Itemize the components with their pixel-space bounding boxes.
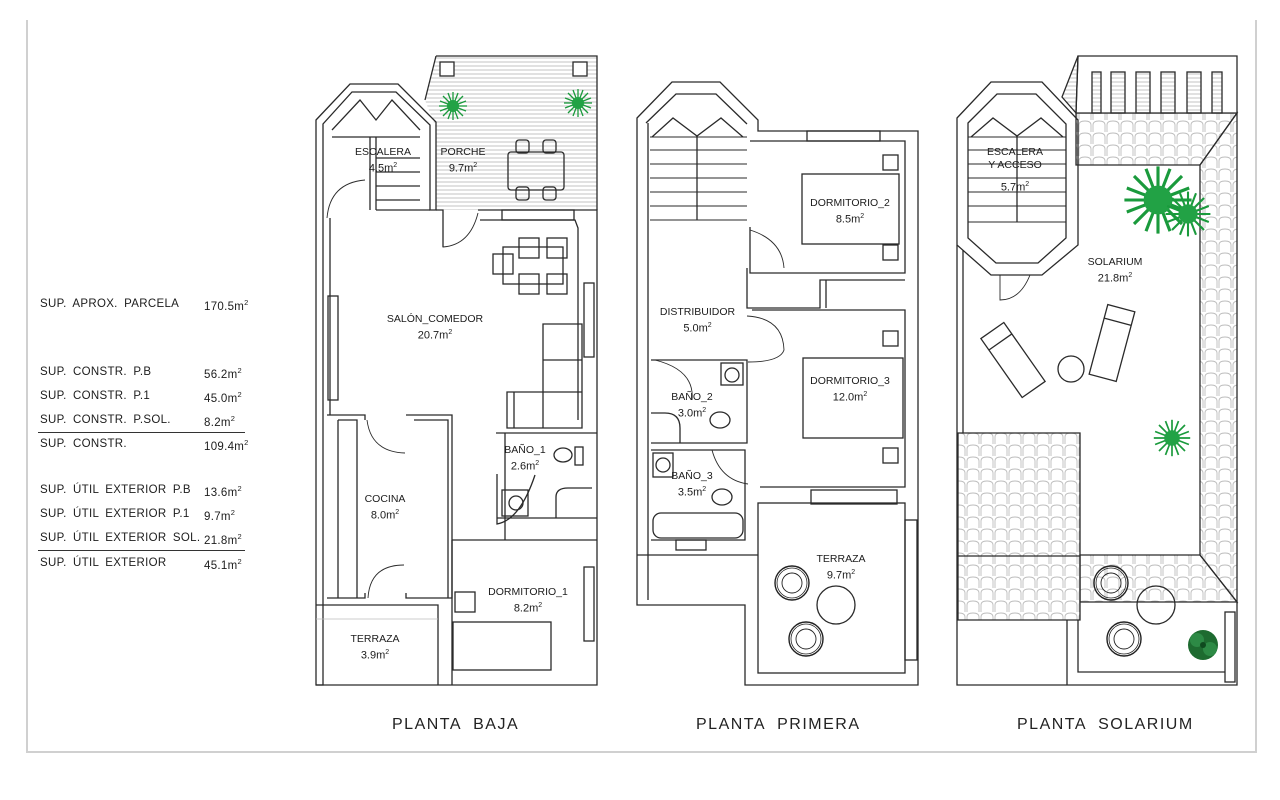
palm-plant-icon	[563, 88, 593, 118]
plant-icons	[438, 88, 1218, 660]
summary-divider	[38, 432, 245, 433]
summary-value: 45.0m2	[204, 390, 242, 405]
summary-label: SUP. CONSTR.	[40, 438, 127, 450]
plan-planta-baja	[315, 55, 598, 686]
drawing-frame	[26, 20, 1257, 753]
summary-row-util-sol: SUP. ÚTIL EXTERIOR SOL. 21.8m2	[40, 532, 270, 552]
summary-row-constr-pb: SUP. CONSTR. P.B 56.2m2	[40, 366, 270, 386]
palm-plant-icon	[1164, 190, 1212, 238]
palm-plant-icon	[438, 91, 468, 121]
palm-plant-icon	[1152, 418, 1192, 458]
plan-planta-solarium	[956, 55, 1239, 686]
summary-label: SUP. APROX. PARCELA	[40, 298, 180, 310]
summary-row-constr-p1: SUP. CONSTR. P.1 45.0m2	[40, 390, 270, 410]
summary-row-constr-total: SUP. CONSTR. 109.4m2	[40, 438, 270, 458]
plan-title-planta-primera: PLANTA PRIMERA	[696, 716, 861, 733]
summary-label: SUP. CONSTR. P.1	[40, 390, 151, 402]
summary-value: 109.4m2	[204, 438, 249, 453]
summary-value: 56.2m2	[204, 366, 242, 381]
plan-planta-primera	[636, 81, 919, 686]
summary-label: SUP. ÚTIL EXTERIOR P.B	[40, 484, 191, 496]
summary-row-util-pb: SUP. ÚTIL EXTERIOR P.B 13.6m2	[40, 484, 270, 504]
summary-label: SUP. CONSTR. P.B	[40, 366, 152, 378]
summary-label: SUP. ÚTIL EXTERIOR P.1	[40, 508, 190, 520]
summary-label: SUP. ÚTIL EXTERIOR SOL.	[40, 532, 201, 544]
summary-value: 21.8m2	[204, 532, 242, 547]
summary-row-util-total: SUP. ÚTIL EXTERIOR 45.1m2	[40, 557, 270, 577]
summary-value: 45.1m2	[204, 557, 242, 572]
summary-row-util-p1: SUP. ÚTIL EXTERIOR P.1 9.7m2	[40, 508, 270, 528]
plan-title-planta-baja: PLANTA BAJA	[392, 716, 520, 733]
shrub-plant-icon	[1188, 630, 1218, 660]
summary-divider	[38, 550, 245, 551]
summary-value: 13.6m2	[204, 484, 242, 499]
summary-label: SUP. ÚTIL EXTERIOR	[40, 557, 167, 569]
plan-title-planta-solarium: PLANTA SOLARIUM	[1017, 716, 1194, 733]
summary-value: 9.7m2	[204, 508, 236, 523]
summary-value: 170.5m2	[204, 298, 249, 313]
summary-row-constr-psol: SUP. CONSTR. P.SOL. 8.2m2	[40, 414, 270, 434]
summary-value: 8.2m2	[204, 414, 236, 429]
summary-label: SUP. CONSTR. P.SOL.	[40, 414, 171, 426]
summary-row-parcela: SUP. APROX. PARCELA 170.5m2	[40, 298, 270, 318]
